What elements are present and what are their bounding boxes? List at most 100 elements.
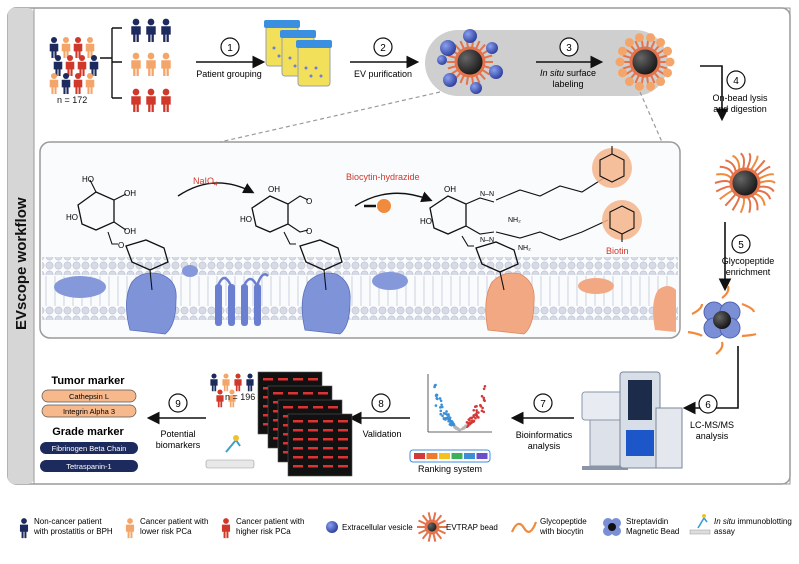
grade-marker-pill xyxy=(40,460,138,472)
step-5-badge xyxy=(731,234,751,254)
person-icon xyxy=(61,72,71,95)
blot-membrane-strip xyxy=(205,459,255,469)
reagent-label: Biocytin-hydrazide xyxy=(346,172,420,182)
reagent-biotin-ball xyxy=(377,199,391,213)
membrane-protein xyxy=(372,272,408,290)
labeling-arrow xyxy=(354,191,433,207)
person-icon xyxy=(131,52,141,76)
vesicle xyxy=(443,73,457,87)
glycoprotein-2 xyxy=(301,272,351,335)
legend-label-italic: In situ xyxy=(714,517,736,526)
nh2-label: NH₂ xyxy=(518,245,531,252)
zoom-line-right xyxy=(639,91,663,143)
tumor-marker-2: Integrin Alpha 3 xyxy=(63,407,115,416)
step-1-number: 1 xyxy=(227,43,233,54)
oh-label: HO xyxy=(66,213,78,222)
person-icon xyxy=(73,36,83,59)
o-label: O xyxy=(118,241,124,250)
immunoblot-icon xyxy=(689,529,711,535)
cohort-count: n = 172 xyxy=(57,95,87,105)
oxidized-sialic-acid: O O HO OH xyxy=(240,185,343,291)
step-9-number: 9 xyxy=(175,399,181,410)
membrane-protein xyxy=(54,276,106,298)
legend-label: assay xyxy=(714,527,735,536)
step-5: 5 Glycopeptide enrichment xyxy=(718,222,775,292)
sialic-acid-structure: HO OH OH HO O xyxy=(66,175,169,291)
step-1: 1 Patient grouping xyxy=(196,37,266,79)
person-icon xyxy=(146,52,156,76)
grade-marker-1: Fibrinogen Beta Chain xyxy=(52,444,127,453)
person-icon xyxy=(125,518,135,539)
person-icon xyxy=(85,36,95,59)
vesicle xyxy=(463,29,477,43)
patient-cohort: n = 172 xyxy=(49,36,99,105)
step-3-label-rest: surface xyxy=(564,68,596,78)
nh2-label: NH₂ xyxy=(508,217,521,224)
legend-label: Non-cancer patient xyxy=(34,517,102,526)
step-4-label-line2: and digestion xyxy=(713,104,767,114)
oh-label: HO xyxy=(420,217,432,226)
vesicle xyxy=(440,40,456,56)
person-icon xyxy=(161,18,171,42)
step-4-number: 4 xyxy=(733,76,739,87)
step-9-label-line2: biomarkers xyxy=(156,440,201,450)
step-7: 7 Bioinformatics analysis xyxy=(510,393,574,451)
person-icon xyxy=(131,88,141,112)
legend-label-rest: immunoblotting xyxy=(735,517,791,526)
oh-label: HO xyxy=(82,175,94,184)
transmembrane-protein xyxy=(215,273,269,326)
legend-item-vesicle: Extracellular vesicle xyxy=(326,521,413,533)
inner-frame xyxy=(33,7,791,485)
step-5-label-line1: Glycopeptide xyxy=(722,256,775,266)
legend-label: with biocytin xyxy=(539,527,584,536)
vesicle xyxy=(486,42,498,54)
streptavidin-bead-icon xyxy=(603,518,621,536)
evtrap-bead-icon xyxy=(417,512,447,542)
legend-label: EVTRAP bead xyxy=(446,523,498,532)
step-2-label: EV purification xyxy=(354,69,412,79)
step-6-label-line1: LC-MS/MS xyxy=(690,420,734,430)
person-icon xyxy=(61,36,71,59)
legend-label: lower risk PCa xyxy=(140,527,192,536)
tumor-marker-pill xyxy=(41,404,137,418)
oxidant-name: NaIO xyxy=(193,176,214,186)
step-4: 4 On-bead lysis and digestion xyxy=(700,65,768,122)
person-icon xyxy=(221,518,231,539)
person-icon xyxy=(222,373,230,392)
step-1-badge xyxy=(220,37,240,57)
legend-label: Cancer patient with xyxy=(140,517,208,526)
step-3-number: 3 xyxy=(566,43,572,54)
legend-item-evtrap-bead: EVTRAP bead xyxy=(417,512,498,542)
step-9-badge xyxy=(168,393,188,413)
oxidant-subscript: 4 xyxy=(214,182,218,188)
person-icon xyxy=(161,88,171,112)
membrane-upper-leaflet xyxy=(42,257,678,275)
biotin-highlight xyxy=(592,148,632,188)
step-7-label-line2: analysis xyxy=(528,441,561,451)
step-3-label-italic: In situ xyxy=(540,68,564,78)
mass-spectrometer xyxy=(581,371,683,470)
step-8-label: Validation xyxy=(363,429,402,439)
validation-blots: n = 196 xyxy=(205,371,353,477)
labeling-step: Biocytin-hydrazide xyxy=(346,172,433,213)
legend-label: Glycopeptide xyxy=(540,517,587,526)
person-icon xyxy=(246,373,254,392)
legend-label: Extracellular vesicle xyxy=(342,523,413,532)
person-icon xyxy=(228,389,236,408)
step-4-badge xyxy=(726,70,746,90)
zoom-line-left xyxy=(219,91,441,143)
step-4-label-line1: On-bead lysis xyxy=(712,93,768,103)
step-6: 6 LC-MS/MS analysis xyxy=(682,346,739,441)
oxidant-label: NaIO4 xyxy=(193,176,218,188)
membrane-protein xyxy=(182,265,198,277)
biotin-label: Biotin xyxy=(606,246,629,256)
person-icon xyxy=(146,88,156,112)
grade-marker-title: Grade marker xyxy=(52,426,124,438)
legend-item-glycopeptide: Glycopeptide with biocytin xyxy=(510,517,587,536)
oxidation-arrow xyxy=(177,182,255,197)
legend-label: Streptavidin xyxy=(626,517,668,526)
person-icon xyxy=(85,72,95,95)
tumor-marker-pill xyxy=(41,389,137,403)
step-1-label: Patient grouping xyxy=(196,69,262,79)
step-3: 3 In situ surface labeling xyxy=(536,37,604,89)
